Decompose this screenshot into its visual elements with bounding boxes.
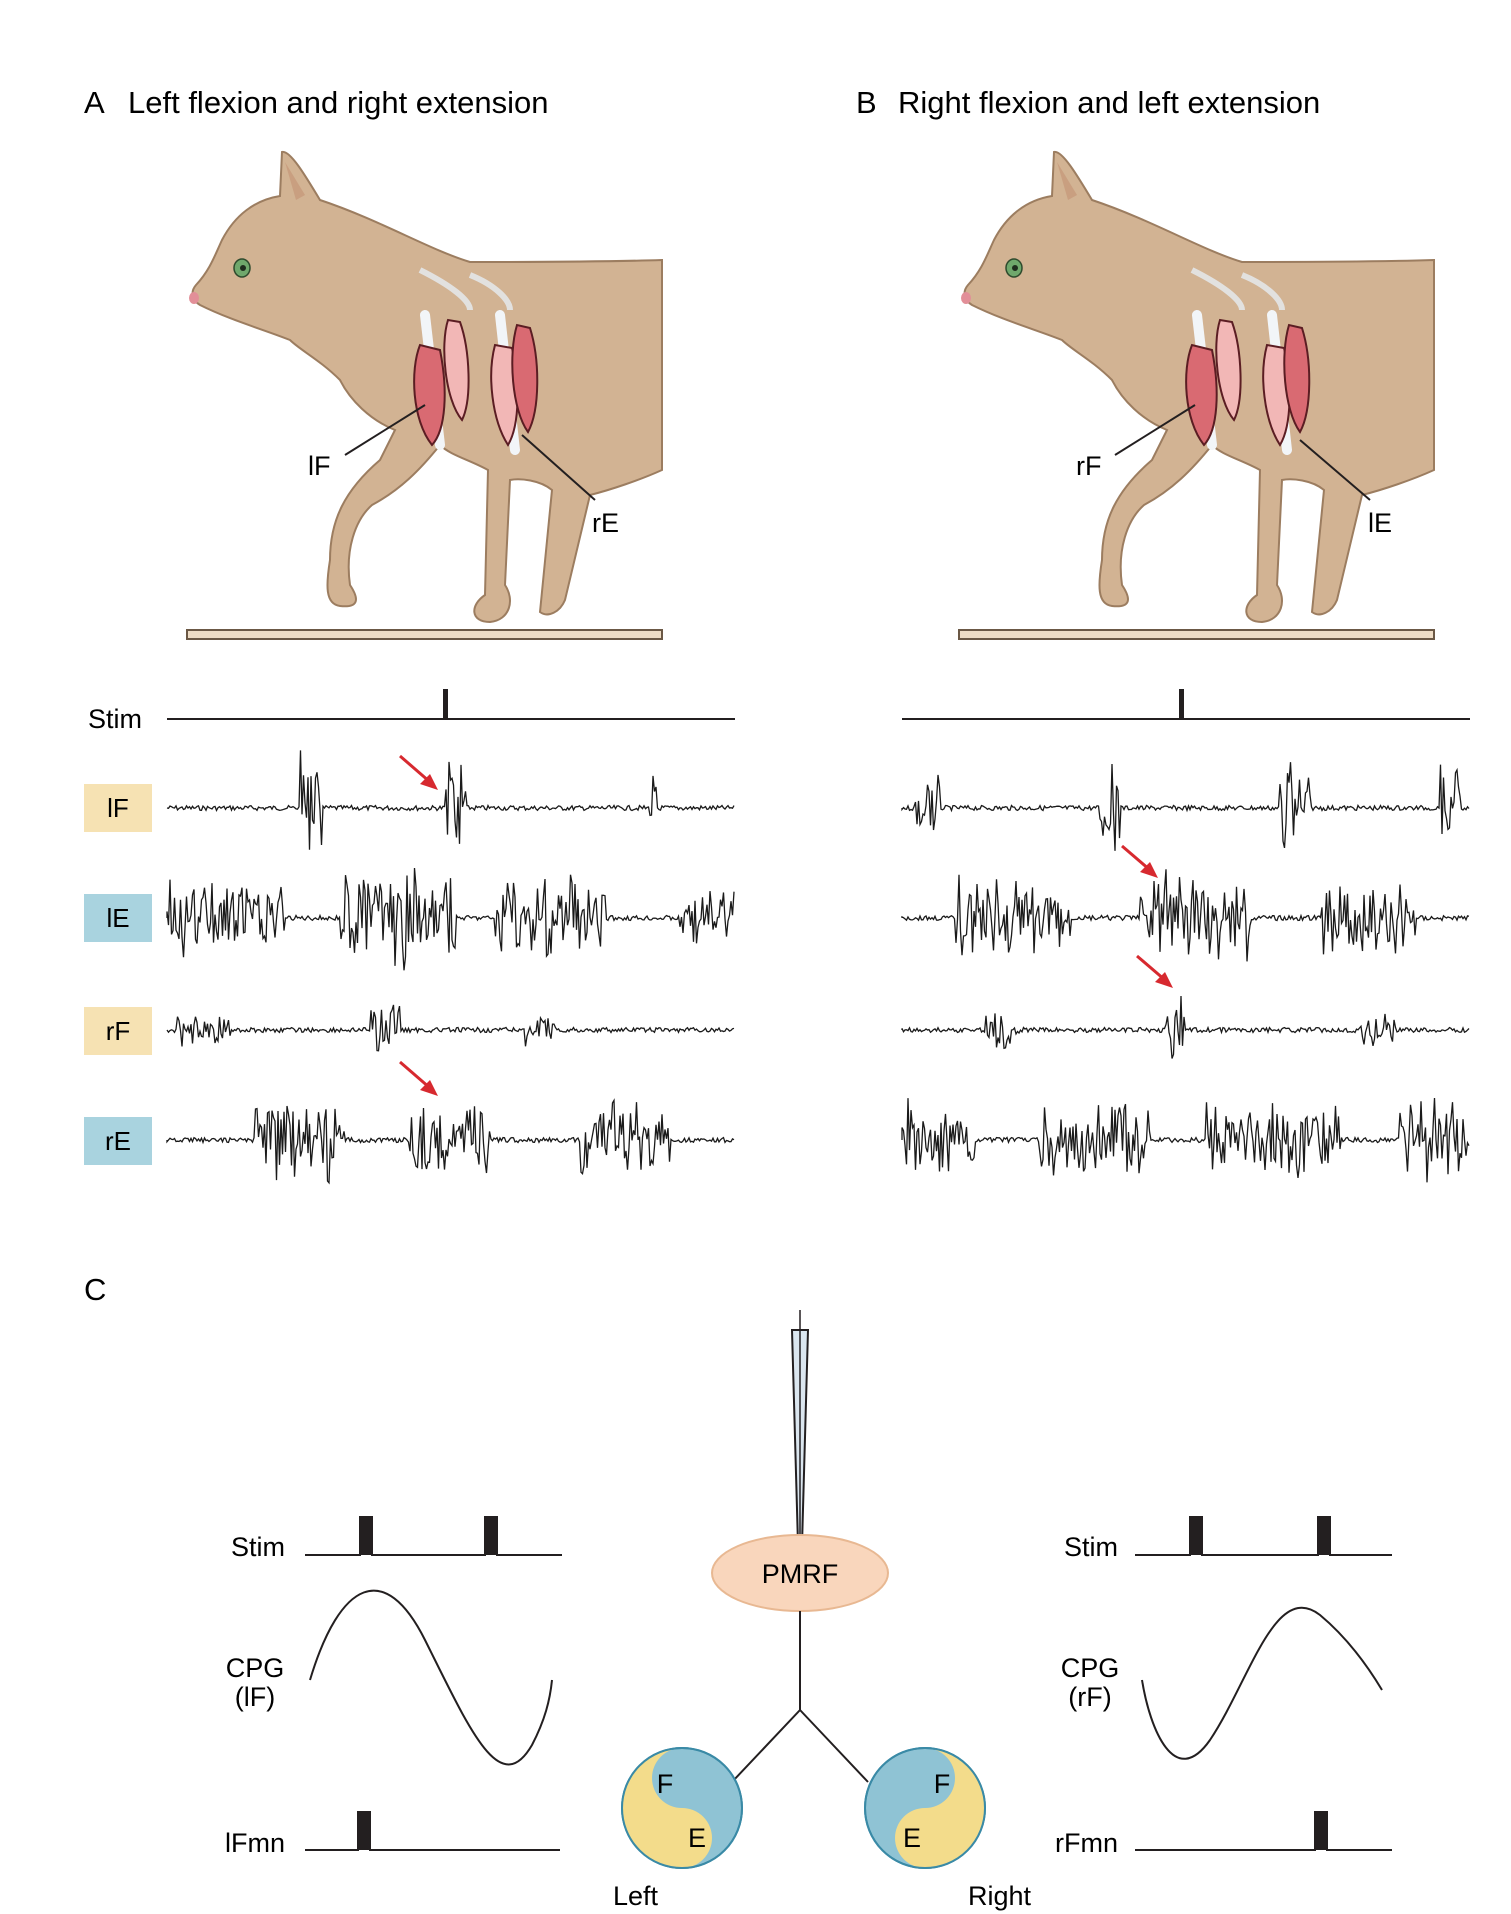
- right-mn-label: rFmn: [1055, 1828, 1118, 1858]
- tag-row-1: lE: [106, 903, 129, 933]
- tag-row-2-bg: [84, 1007, 152, 1055]
- emg-trace-b-2: [901, 995, 1470, 1059]
- emg-section: Stim lF lE rF rE: [84, 689, 1470, 1185]
- panel-c: C PMRF F E Left F E Right Stim: [84, 1272, 1392, 1911]
- emg-traces: [166, 750, 1470, 1185]
- tag-row-0: lF: [107, 793, 129, 823]
- right-cpg-node: [864, 1747, 986, 1869]
- red-arrows: [399, 754, 1173, 1096]
- left-cpg-label-1: CPG: [226, 1653, 285, 1683]
- right-flexor-letter: F: [934, 1769, 951, 1799]
- right-side-label: Right: [968, 1881, 1032, 1911]
- panel-b-extensor-callout: lE: [1368, 508, 1392, 538]
- panel-a: A Left flexion and right extension lF rE: [84, 85, 662, 639]
- panel-a-flexor-callout: lF: [308, 451, 331, 481]
- right-stim-label: Stim: [1064, 1532, 1118, 1562]
- right-cpg-label-1: CPG: [1061, 1653, 1120, 1683]
- emg-trace-b-0: [901, 762, 1470, 851]
- right-cpg-label-2: (rF): [1068, 1682, 1111, 1712]
- emg-trace-b-1: [901, 869, 1470, 962]
- panel-b-title: Right flexion and left extension: [898, 85, 1320, 120]
- tag-row-2: rF: [106, 1016, 131, 1046]
- panel-c-letter: C: [84, 1272, 106, 1307]
- left-side-label: Left: [613, 1881, 659, 1911]
- tag-row-3: rE: [105, 1126, 131, 1156]
- emg-trace-a-2: [166, 1004, 735, 1052]
- stim-label: Stim: [88, 704, 142, 734]
- panel-b-flexor-callout: rF: [1076, 451, 1101, 481]
- right-traces: Stim CPG (rF) rFmn: [1055, 1516, 1392, 1858]
- left-traces: Stim CPG (lF) lFmn: [225, 1516, 562, 1858]
- panel-a-letter: A: [84, 85, 105, 120]
- left-cpg-label-2: (lF): [235, 1682, 275, 1712]
- emg-trace-a-0: [166, 750, 735, 850]
- tag-row-3-bg: [84, 1117, 152, 1165]
- left-flexor-letter: F: [657, 1769, 674, 1799]
- right-extensor-letter: E: [903, 1823, 921, 1853]
- emg-trace-a-3: [166, 1098, 735, 1185]
- panel-a-extensor-callout: rE: [592, 508, 619, 538]
- left-cpg-node: [621, 1747, 743, 1869]
- pmrf-label: PMRF: [762, 1559, 839, 1589]
- left-extensor-letter: E: [688, 1823, 706, 1853]
- panel-b: B Right flexion and left extension rF lE: [856, 85, 1434, 639]
- right-cpg-wave: [1141, 1606, 1383, 1760]
- emg-trace-b-3: [901, 1097, 1470, 1183]
- left-mn-label: lFmn: [225, 1828, 285, 1858]
- panel-a-title: Left flexion and right extension: [128, 85, 549, 120]
- panel-b-letter: B: [856, 85, 877, 120]
- emg-trace-a-1: [166, 867, 735, 971]
- left-cpg-wave: [309, 1589, 553, 1766]
- left-stim-label: Stim: [231, 1532, 285, 1562]
- tag-row-1-bg: [84, 894, 152, 942]
- tag-row-0-bg: [84, 784, 152, 832]
